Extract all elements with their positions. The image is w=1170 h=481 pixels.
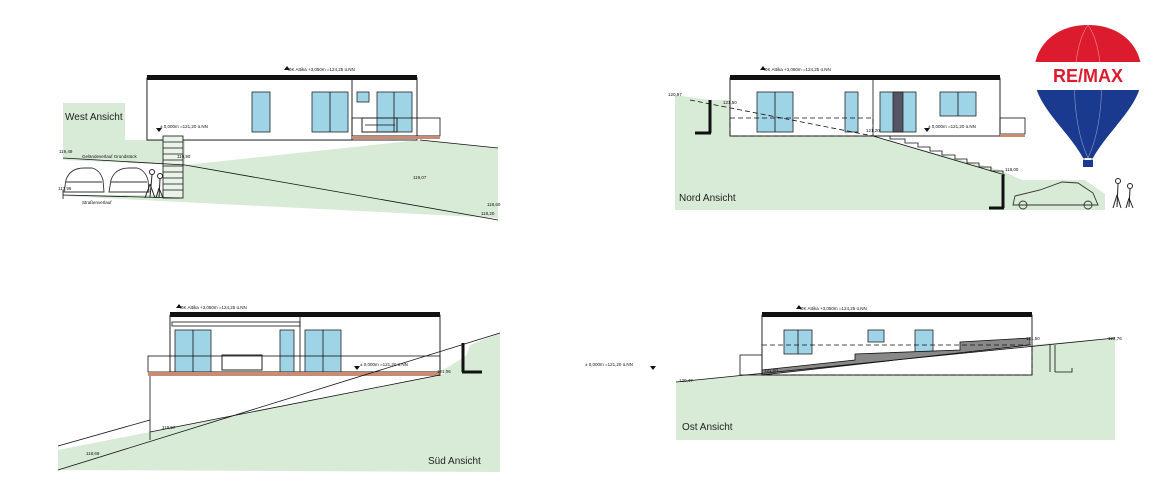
west-level-5: 118,60	[487, 202, 501, 207]
nord-floor-label: ± 0,000m =121,20 ü.NN	[928, 124, 976, 129]
ost-floor-label: ± 0,000m =121,20 ü.NN	[585, 362, 633, 367]
west-roof	[147, 75, 417, 80]
west-elevation: West Ansicht	[58, 66, 501, 221]
west-level-3: 119,90	[177, 154, 191, 159]
nord-window-2	[844, 91, 859, 133]
sued-level-3: 118,69	[86, 451, 100, 456]
ost-roof	[762, 312, 1032, 317]
ost-level-3: 121,50	[1026, 336, 1040, 341]
nord-car	[1012, 181, 1099, 210]
ost-elevation: Ost Ansicht OK Attika +3,050m =124,25 ü.…	[585, 305, 1122, 440]
sued-window-2	[279, 329, 295, 373]
ost-roof-label: OK Attika +3,050m =124,25 ü.NN	[800, 306, 867, 311]
ost-view-title: Ost Ansicht	[682, 422, 733, 433]
hot-air-balloon-icon	[1034, 25, 1142, 158]
nord-level-2: 121,50	[723, 100, 737, 105]
sued-level-1: 121,06	[437, 369, 451, 374]
sued-view-title: Süd Ansicht	[428, 456, 481, 467]
remax-logo-text: RE/MAX	[1053, 66, 1123, 86]
west-gelaende-label: Geländeverlauf Grundstück	[82, 154, 138, 159]
west-level-6: 118,20	[481, 211, 495, 216]
west-floor-label: ± 0,000m =121,20 ü.NN	[160, 124, 208, 129]
west-level-4: 119,07	[413, 175, 427, 180]
nord-stairs	[873, 135, 1004, 175]
sued-floor-label: ± 0,000m =121,20 ü.NN	[360, 362, 408, 367]
nord-level-4: 118,00	[1005, 167, 1019, 172]
ost-level-1: 120,47	[679, 378, 693, 383]
sued-ground	[58, 333, 500, 472]
sued-roof	[170, 312, 440, 317]
sued-level-2: 119,57	[162, 425, 176, 430]
nord-roof	[730, 75, 1000, 80]
west-window-1	[251, 91, 271, 133]
ost-level-4: 122,76	[1108, 336, 1122, 341]
west-roof-label: OK Attika +3,050m =124,25 ü.NN	[288, 67, 355, 72]
sued-elevation: Süd Ansicht OK Attika +3,050m =124,25 ü.…	[57, 304, 501, 472]
nord-roof-label: OK Attika +3,050m =124,25 ü.NN	[764, 67, 831, 72]
west-window-4	[376, 91, 413, 133]
west-cars	[63, 167, 150, 193]
nord-level-3: 121,20	[866, 128, 880, 133]
nord-view-title: Nord Ansicht	[679, 193, 736, 204]
remax-logo: RE/MAX	[1034, 25, 1142, 167]
nord-elevation: Nord Ansicht	[668, 66, 1134, 210]
west-people	[144, 169, 164, 199]
nord-people	[1112, 178, 1134, 209]
west-window-3	[356, 91, 370, 103]
ost-terrace	[761, 337, 1031, 376]
ost-window-3	[914, 329, 934, 355]
west-level-2: 117,96	[58, 186, 72, 191]
nord-level-1: 120,97	[668, 92, 682, 97]
west-level-1: 119,49	[59, 149, 73, 154]
west-view-title: West Ansicht	[65, 112, 123, 123]
west-strasse-label: Straßenverlauf	[82, 200, 112, 205]
sued-roof-label: OK Attika +3,050m =124,25 ü.NN	[180, 305, 247, 310]
ost-window-2	[867, 329, 885, 343]
ost-level-2: 121,00	[764, 368, 778, 373]
